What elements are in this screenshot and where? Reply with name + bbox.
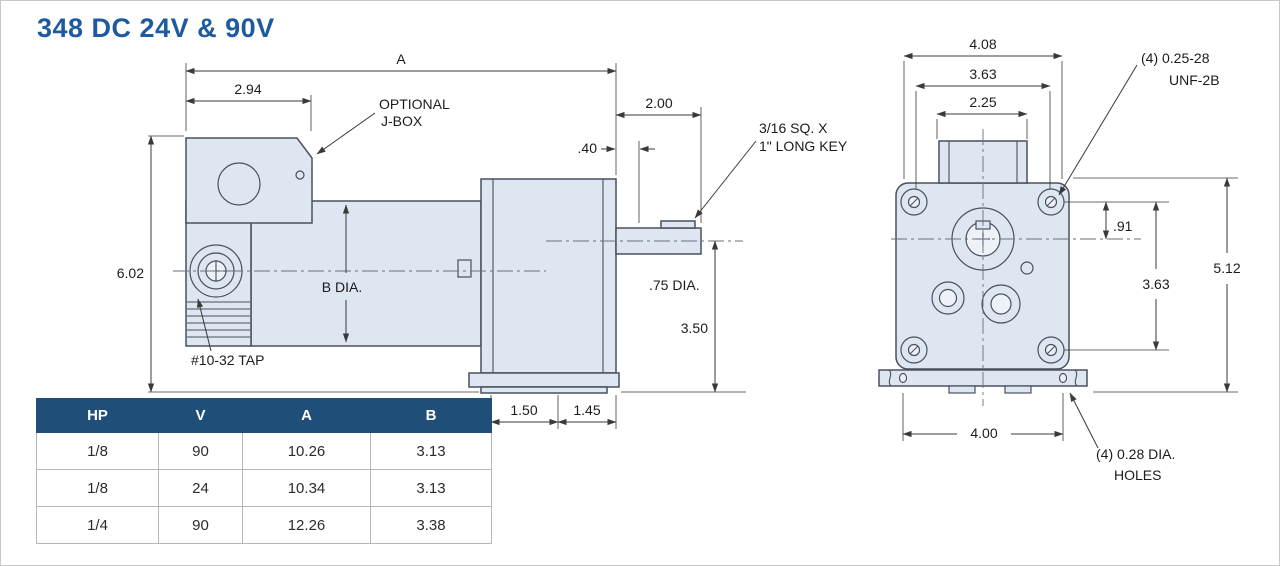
table-cell: 3.13 [370,432,492,470]
bolt-hole [990,293,1012,315]
dim-0-40-label: .40 [578,140,598,156]
table-cell: 3.38 [370,506,492,544]
unf-callout-line1: (4) 0.25-28 [1141,50,1210,66]
dim-b-dia-label: B DIA. [322,279,362,295]
table-cell: 12.26 [242,506,371,544]
key-callout-line1: 3/16 SQ. X [759,120,828,136]
jbox-callout-line1: OPTIONAL [379,96,450,112]
jbox-knockout [217,162,261,206]
table-row: 1/8 90 10.26 3.13 [36,432,492,470]
foot-tab [1004,385,1032,394]
table-header-row: HP V A B [36,398,492,433]
dimension-2-94: 2.94 [185,81,312,131]
dim-2-00-label: 2.00 [645,95,672,111]
tap-callout: #10-32 TAP [191,298,264,368]
jbox-callout-line2: J-BOX [381,113,423,129]
dim-3-50-label: 3.50 [681,320,708,336]
table-header-cell: A [242,398,371,433]
front-view: 4.08 3.63 2.25 (4) 0.25-28 UNF-2B [878,36,1241,483]
dimension-1-50-1-45: 1.50 1.45 [490,395,617,429]
dimension-3-63-top: 3.63 [915,66,1051,189]
dimension-3-50: 3.50 [621,240,746,393]
holes-callout: (4) 0.28 DIA. HOLES [1069,392,1175,483]
small-hole [1020,261,1034,275]
foot-break-line [1074,369,1078,387]
table-cell: 10.26 [242,432,371,470]
dim-1-45-label: 1.45 [573,402,600,418]
dim-5-12-label: 5.12 [1213,260,1240,276]
unf-callout-line2: UNF-2B [1169,72,1220,88]
dim-6-02-label: 6.02 [117,265,144,281]
bolt-hole [938,288,958,308]
table-row: 1/8 24 10.34 3.13 [36,469,492,507]
holes-callout-line1: (4) 0.28 DIA. [1096,446,1175,462]
gearbox [480,178,617,374]
tap-callout-label: #10-32 TAP [191,352,264,368]
jbox-screw [295,170,305,180]
table-row: 1/4 90 12.26 3.38 [36,506,492,544]
foot-hole [1058,372,1068,384]
shaft-key [660,220,696,229]
dimension-5-12: 5.12 [1073,177,1241,393]
table-cell: 90 [158,506,243,544]
dimension-4-00: 4.00 [902,393,1064,441]
foot-break-line [888,369,892,387]
table-cell: 3.13 [370,469,492,507]
dimension-3-63-side: 3.63 [1064,201,1170,351]
table-cell: 24 [158,469,243,507]
dimension-b-dia: B DIA. [322,204,362,343]
dimension-2-00: 2.00 [615,95,702,223]
table-cell: 1/4 [36,506,159,544]
foot-hole [898,372,908,384]
dimension-0-40: .40 [578,140,655,223]
dim-4-00-label: 4.00 [970,425,997,441]
dim-4-08-label: 4.08 [969,36,996,52]
dimension-4-08: 4.08 [903,36,1063,179]
mounting-base [468,372,620,388]
dimension-2-25: 2.25 [936,94,1028,139]
key-callout: 3/16 SQ. X 1" LONG KEY [694,120,848,219]
mounting-pad [480,386,608,394]
table-cell: 1/8 [36,432,159,470]
spec-table: HP V A B 1/8 90 10.26 3.13 1/8 24 10.34 … [36,398,492,544]
dim-0-91-label: .91 [1113,218,1133,234]
table-cell: 90 [158,432,243,470]
key-callout-line2: 1" LONG KEY [759,138,848,154]
motor-body [250,200,482,347]
dim-a-label: A [396,51,406,67]
dim-3-63-side-label: 3.63 [1142,276,1169,292]
dimension-0-91: .91 [1064,201,1169,240]
holes-callout-line2: HOLES [1114,467,1161,483]
foot-tab [948,385,976,394]
unf-callout: (4) 0.25-28 UNF-2B [1058,50,1220,196]
page-title: 348 DC 24V & 90V [37,13,275,43]
dim-2-25-label: 2.25 [969,94,996,110]
jbox-callout: OPTIONAL J-BOX [316,96,450,155]
shaft-dia-label: .75 DIA. [649,277,700,293]
dim-3-63-top-label: 3.63 [969,66,996,82]
table-cell: 1/8 [36,469,159,507]
dimension-a: A [185,51,617,175]
table-header-cell: HP [36,398,159,433]
table-header-cell: B [370,398,492,433]
side-view: A 2.94 OPTIONAL J-BOX 2.00 [117,51,848,429]
dim-1-50-label: 1.50 [510,402,537,418]
table-cell: 10.34 [242,469,371,507]
dimension-6-02: 6.02 [117,135,479,393]
corner-screws [900,188,1065,364]
table-header-cell: V [158,398,243,433]
terminal-detail [457,259,472,278]
dim-2-94-label: 2.94 [234,81,261,97]
